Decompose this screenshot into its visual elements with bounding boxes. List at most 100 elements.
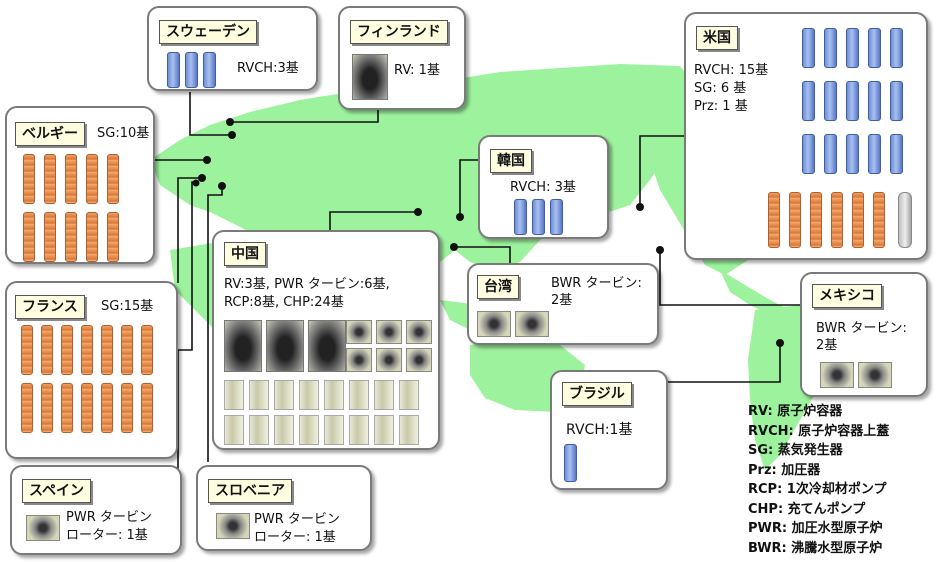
- country-title-belgium: ベルギー: [15, 122, 85, 146]
- panel-korea: 韓国 RVCH: 3基: [478, 135, 609, 239]
- pump-photo: [374, 380, 394, 410]
- legend-item: RCP: 1次冷却材ポンプ: [748, 482, 887, 497]
- country-title-mexico: メキシコ: [812, 284, 882, 308]
- pump-photo: [249, 415, 269, 445]
- pump-photo: [324, 380, 344, 410]
- country-title-usa: 米国: [696, 26, 738, 50]
- pump-photo: [299, 415, 319, 445]
- country-title-china: 中国: [224, 242, 266, 266]
- sg-icon: [810, 192, 822, 248]
- turbine-photo: [515, 311, 549, 337]
- line-spain: [177, 181, 196, 480]
- sg-icon: [107, 212, 119, 262]
- turbine-photo: [406, 320, 432, 344]
- panel-finland: フィンランド RV: 1基: [338, 6, 466, 110]
- pump-photo: [374, 415, 394, 445]
- sg-icons-france: [21, 325, 177, 441]
- pump-photo: [399, 380, 419, 410]
- legend-item: RVCH: 原子炉容器上蓋: [748, 423, 890, 439]
- china-turbine-photos: [346, 320, 436, 376]
- country-note-china-1: RV:3基, PWR タービン:6基,: [224, 277, 390, 292]
- country-title-brazil: ブラジル: [562, 382, 632, 406]
- sg-icon: [852, 192, 864, 248]
- country-title-taiwan: 台湾: [477, 275, 519, 299]
- rvch-icon: [532, 199, 545, 235]
- dot-taiwan: [450, 243, 458, 251]
- sg-icon: [101, 383, 113, 433]
- rvch-icon: [868, 28, 881, 68]
- country-note-slovenia-2: ローター: 1基: [254, 530, 336, 545]
- turbine-photo: [858, 362, 892, 388]
- pump-photo: [274, 415, 294, 445]
- country-title-france: フランス: [15, 295, 85, 319]
- panel-spain: スペイン PWR タービン ローター: 1基: [10, 465, 182, 555]
- dot-korea: [456, 213, 464, 221]
- country-note-usa-1: RVCH: 15基: [694, 63, 769, 78]
- rvch-icon: [203, 52, 216, 88]
- central-america-landmass: [720, 270, 790, 318]
- pump-photo: [349, 380, 369, 410]
- country-note-korea: RVCH: 3基: [510, 180, 576, 195]
- pump-photo: [249, 380, 269, 410]
- sg-icons-usa: [768, 192, 894, 256]
- rvch-icon: [802, 28, 815, 68]
- rvch-icon: [802, 134, 815, 174]
- sg-icon: [44, 212, 56, 262]
- sg-icon: [65, 154, 77, 204]
- sg-icon: [121, 383, 133, 433]
- rvch-icon: [846, 28, 859, 68]
- pressurizer-icon: [898, 192, 912, 248]
- line-mexico: [659, 250, 800, 306]
- dot-spain: [192, 179, 200, 187]
- country-note-spain-1: PWR タービン: [66, 510, 152, 525]
- sg-icon: [61, 383, 73, 433]
- country-note-france: SG:15基: [101, 299, 154, 314]
- rvch-icon: [802, 81, 815, 121]
- pump-photo: [224, 415, 244, 445]
- dot-france: [198, 174, 206, 182]
- rvch-icon: [824, 81, 837, 121]
- country-note-taiwan-1: BWR タービン:: [551, 276, 642, 291]
- line-finland: [232, 110, 379, 123]
- country-note-taiwan-2: 2基: [551, 293, 573, 308]
- sg-icon: [21, 325, 33, 375]
- country-note-sweden: RVCH:3基: [237, 61, 299, 76]
- sg-icon: [44, 154, 56, 204]
- turbine-photos-mexico: [820, 362, 896, 388]
- dot-mexico: [656, 246, 664, 254]
- panel-mexico: メキシコ BWR タービン: 2基: [800, 272, 928, 397]
- panel-slovenia: スロベニア PWR タービン ローター: 1基: [196, 465, 372, 551]
- pump-photo: [224, 380, 244, 410]
- turbine-photo: [346, 320, 372, 344]
- rvch-icon: [550, 199, 563, 235]
- rvch-icon: [824, 28, 837, 68]
- country-note-spain-2: ローター: 1基: [66, 528, 148, 543]
- country-title-korea: 韓国: [490, 149, 532, 173]
- rvch-icon: [514, 199, 527, 235]
- sg-icon: [81, 383, 93, 433]
- country-title-spain: スペイン: [22, 479, 92, 503]
- dot-sweden: [228, 131, 236, 139]
- sg-icon: [41, 383, 53, 433]
- china-pump-photos: [224, 380, 439, 450]
- dot-usa: [636, 203, 644, 211]
- china-rv-photos: [224, 320, 350, 372]
- pump-photo: [299, 380, 319, 410]
- sg-icon: [86, 212, 98, 262]
- sg-icon: [86, 154, 98, 204]
- turbine-photo: [477, 311, 511, 337]
- reactor-vessel-photo: [352, 54, 388, 100]
- legend-item: PWR: 加圧水型原子炉: [748, 521, 883, 536]
- turbine-photo: [376, 348, 402, 372]
- rvch-icon: [846, 81, 859, 121]
- reactor-vessel-photo: [308, 320, 346, 372]
- dot-brazil: [776, 339, 784, 347]
- panel-belgium: ベルギー SG:10基: [5, 106, 155, 264]
- sg-icon: [23, 212, 35, 262]
- sg-icon: [23, 154, 35, 204]
- sg-icon: [61, 325, 73, 375]
- panel-sweden: スウェーデン RVCH:3基: [147, 6, 318, 91]
- reactor-vessel-photo: [266, 320, 304, 372]
- country-note-usa-3: Prz: 1 基: [694, 99, 748, 114]
